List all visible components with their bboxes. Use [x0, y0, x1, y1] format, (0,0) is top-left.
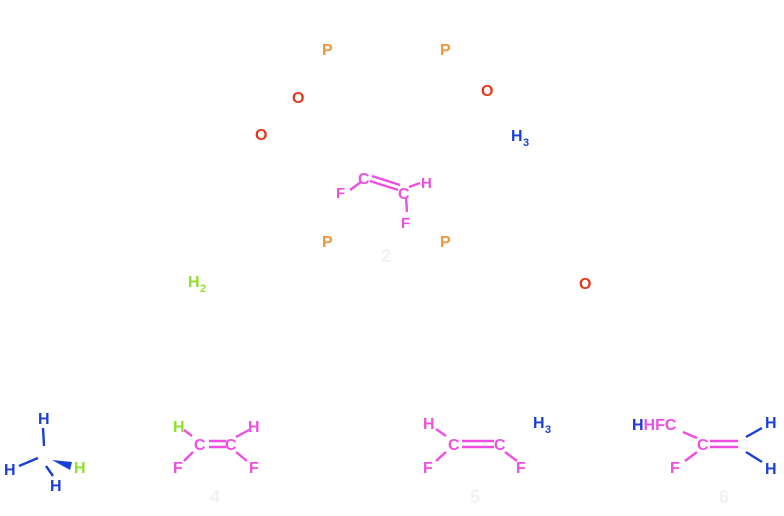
- alkene-fluorine-1: F: [336, 185, 345, 202]
- methane-h-top: H: [38, 411, 50, 428]
- alkene5-methyl-sub: 3: [545, 424, 551, 436]
- alkene6-hhfc-h: H: [632, 417, 644, 434]
- alkene4-fluorine-left: F: [173, 460, 183, 477]
- alkene5-fluorine-right: F: [516, 460, 526, 477]
- phosphorus-top-left: P: [322, 42, 333, 59]
- compound-label-5: 5: [470, 487, 480, 507]
- alkene-carbon-2: C: [398, 186, 410, 203]
- methyl-sub-right: 3: [523, 137, 529, 149]
- oxygen-carbonyl-left: O: [255, 127, 267, 144]
- alkene-hydrogen: H: [421, 175, 432, 192]
- alkene6-carbon-1: C: [697, 437, 709, 454]
- alkene4-fluorine-right: F: [249, 460, 259, 477]
- phosphorus-top-right: P: [440, 42, 451, 59]
- product-alkene-5: H C C F F H 3 5: [423, 415, 551, 507]
- hydrogen-sub: 2: [200, 283, 206, 295]
- alkene4-h-right: H: [248, 419, 260, 436]
- phosphorus-bottom-right: P: [440, 234, 451, 251]
- alkene5-methyl-h: H: [533, 415, 545, 432]
- methane-h-bottom: H: [50, 478, 62, 495]
- phosphorus-bottom-left: P: [322, 234, 333, 251]
- methane-h-right: H: [74, 460, 86, 477]
- carbon-monoxide-o: O: [579, 276, 591, 293]
- alkene4-h-left: H: [173, 419, 185, 436]
- alkene-fluorine-2: F: [401, 215, 410, 232]
- alkene6-hhfc: HHFC: [632, 417, 677, 434]
- alkene6-carbon-2: C: [738, 437, 750, 454]
- reagent-hydrogen: H 2: [188, 274, 206, 295]
- product-alkene-6: HHFC H C C F H H 6: [632, 415, 777, 507]
- product-alkene-4: H H C C F F 4: [173, 419, 260, 507]
- compound-label-6: 6: [719, 487, 729, 507]
- alkene4-carbon-1: C: [194, 437, 206, 454]
- alkene5-fluorine-left: F: [423, 460, 433, 477]
- reagent-carbon-monoxide: O: [579, 276, 591, 293]
- product-methane: H H H H: [4, 411, 86, 495]
- alkene5-carbon-2: C: [494, 437, 506, 454]
- alkene4-carbon-2: C: [225, 437, 237, 454]
- alkene5-carbon-1: C: [448, 437, 460, 454]
- oxygen-right: O: [481, 83, 493, 100]
- coordinated-fluoroalkene: C C F F H: [336, 171, 432, 232]
- complex-2: P P O O O H 3 C C F F H P P 2: [255, 42, 529, 266]
- alkene5-h-top: H: [423, 416, 435, 433]
- oxygen-left: O: [292, 90, 304, 107]
- alkene-carbon-1: C: [358, 171, 370, 188]
- methyl-h-right: H: [511, 128, 523, 145]
- alkene6-h-bottom: H: [765, 461, 777, 478]
- compound-label-4: 4: [210, 487, 220, 507]
- methane-h-left: H: [4, 462, 16, 479]
- compound-label-2: 2: [381, 246, 391, 266]
- alkene6-h-top: H: [765, 415, 777, 432]
- hydrogen-h: H: [188, 274, 200, 291]
- alkene6-fluorine: F: [670, 460, 680, 477]
